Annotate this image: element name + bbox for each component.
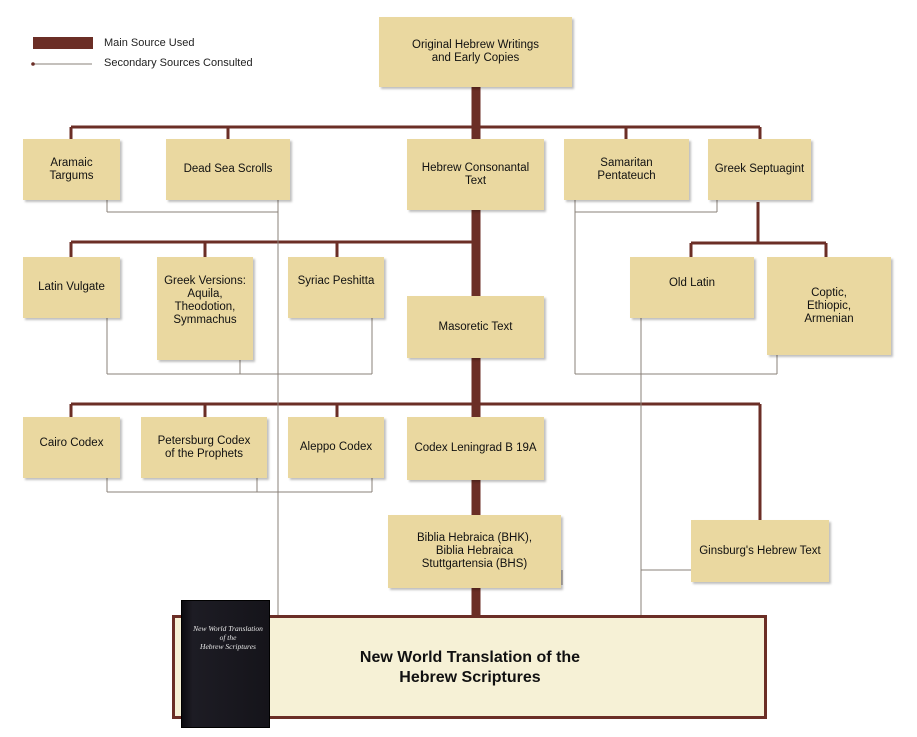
node-coptic-ethiopic-armenian: Coptic, Ethiopic, Armenian (767, 257, 891, 355)
node-ginsburg-hebrew-text: Ginsburg's Hebrew Text (691, 520, 829, 582)
node-biblia-hebraica: Biblia Hebraica (BHK), Biblia Hebraica S… (388, 515, 561, 588)
node-aleppo-codex: Aleppo Codex (288, 417, 384, 478)
node-greek-versions: Greek Versions: Aquila, Theodotion, Symm… (157, 257, 253, 360)
node-dead-sea-scrolls: Dead Sea Scrolls (166, 139, 290, 200)
legend-secondary-swatch (31, 62, 92, 66)
book-cover-image (181, 600, 270, 728)
node-hebrew-consonantal-text: Hebrew Consonantal Text (407, 139, 544, 210)
legend-main-label: Main Source Used (104, 37, 195, 49)
node-samaritan-pentateuch: Samaritan Pentateuch (564, 139, 689, 200)
node-original-hebrew: Original Hebrew Writings and Early Copie… (379, 17, 572, 87)
node-masoretic-text: Masoretic Text (407, 296, 544, 358)
node-syriac-peshitta: Syriac Peshitta (288, 257, 384, 318)
node-old-latin: Old Latin (630, 257, 754, 318)
node-new-world-translation (172, 615, 767, 719)
secondary-source-lines (106, 200, 778, 616)
final-title: New World Translation of the Hebrew Scri… (359, 649, 581, 686)
node-latin-vulgate: Latin Vulgate (23, 257, 120, 318)
legend-main-swatch (33, 37, 93, 49)
node-petersburg-codex: Petersburg Codex of the Prophets (141, 417, 267, 478)
legend-secondary-label: Secondary Sources Consulted (104, 57, 253, 69)
node-aramaic-targums: Aramaic Targums (23, 139, 120, 200)
book-cover-text: New World Translation of the Hebrew Scri… (193, 624, 263, 651)
node-cairo-codex: Cairo Codex (23, 417, 120, 478)
node-codex-leningrad: Codex Leningrad B 19A (407, 417, 544, 480)
node-greek-septuagint: Greek Septuagint (708, 139, 811, 200)
